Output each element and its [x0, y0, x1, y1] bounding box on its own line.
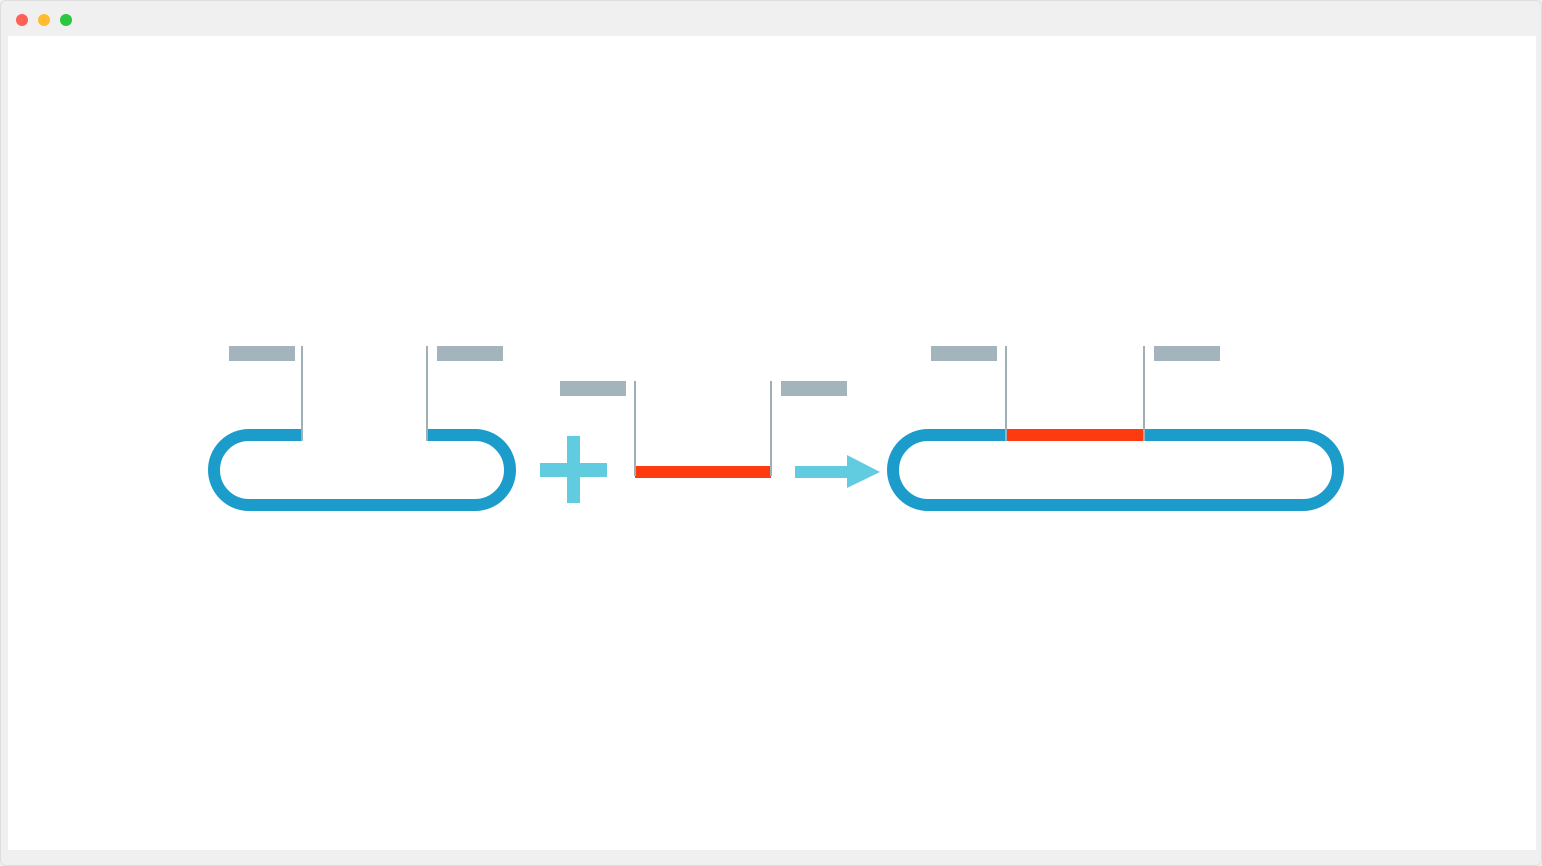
close-button[interactable] [16, 14, 28, 26]
open-vector-backbone [208, 429, 516, 511]
plus-icon [540, 436, 607, 503]
open-vector [208, 346, 516, 511]
title-bar [1, 1, 1541, 35]
insert-left-label [560, 381, 626, 396]
insert-fragment [560, 381, 847, 478]
insert-segment [635, 466, 771, 478]
insert-right-label [781, 381, 847, 396]
recombinant-vector-backbone [887, 429, 1344, 511]
zoom-button[interactable] [60, 14, 72, 26]
left-cut-site-label [229, 346, 295, 361]
recombinant-right-label [1154, 346, 1220, 361]
recombinant-left-label [931, 346, 997, 361]
diagram-canvas [8, 36, 1536, 850]
right-cut-site-label [437, 346, 503, 361]
minimize-button[interactable] [38, 14, 50, 26]
cloning-diagram [208, 346, 1344, 511]
arrow-right-icon [795, 455, 880, 488]
recombinant-vector [887, 346, 1344, 511]
